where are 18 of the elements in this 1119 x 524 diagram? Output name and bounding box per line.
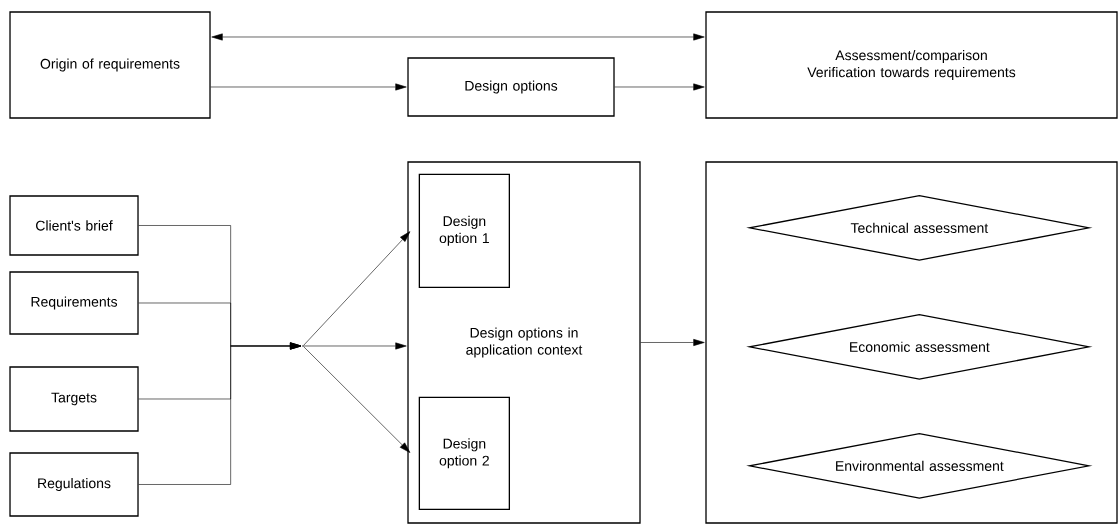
process-box: Origin of requirements (9, 11, 211, 119)
process-box: Requirements (9, 271, 139, 335)
arrow (303, 346, 411, 453)
arrow (614, 83, 705, 91)
arrow (640, 339, 705, 346)
arrow (138, 342, 302, 485)
process-box: Targets (9, 366, 139, 432)
arrow (303, 231, 411, 346)
arrow (303, 342, 407, 350)
container-box (705, 161, 1118, 524)
process-box: Design options (407, 57, 615, 117)
process-box: Regulations (9, 452, 139, 517)
arrow (210, 83, 407, 91)
process-box: Client's brief (9, 195, 139, 256)
process-box: Design option 1 (418, 173, 510, 288)
process-box: Assessment/comparison Verification towards requirements (705, 11, 1118, 119)
process-box: Design option 2 (418, 396, 510, 510)
arrow (211, 33, 705, 41)
